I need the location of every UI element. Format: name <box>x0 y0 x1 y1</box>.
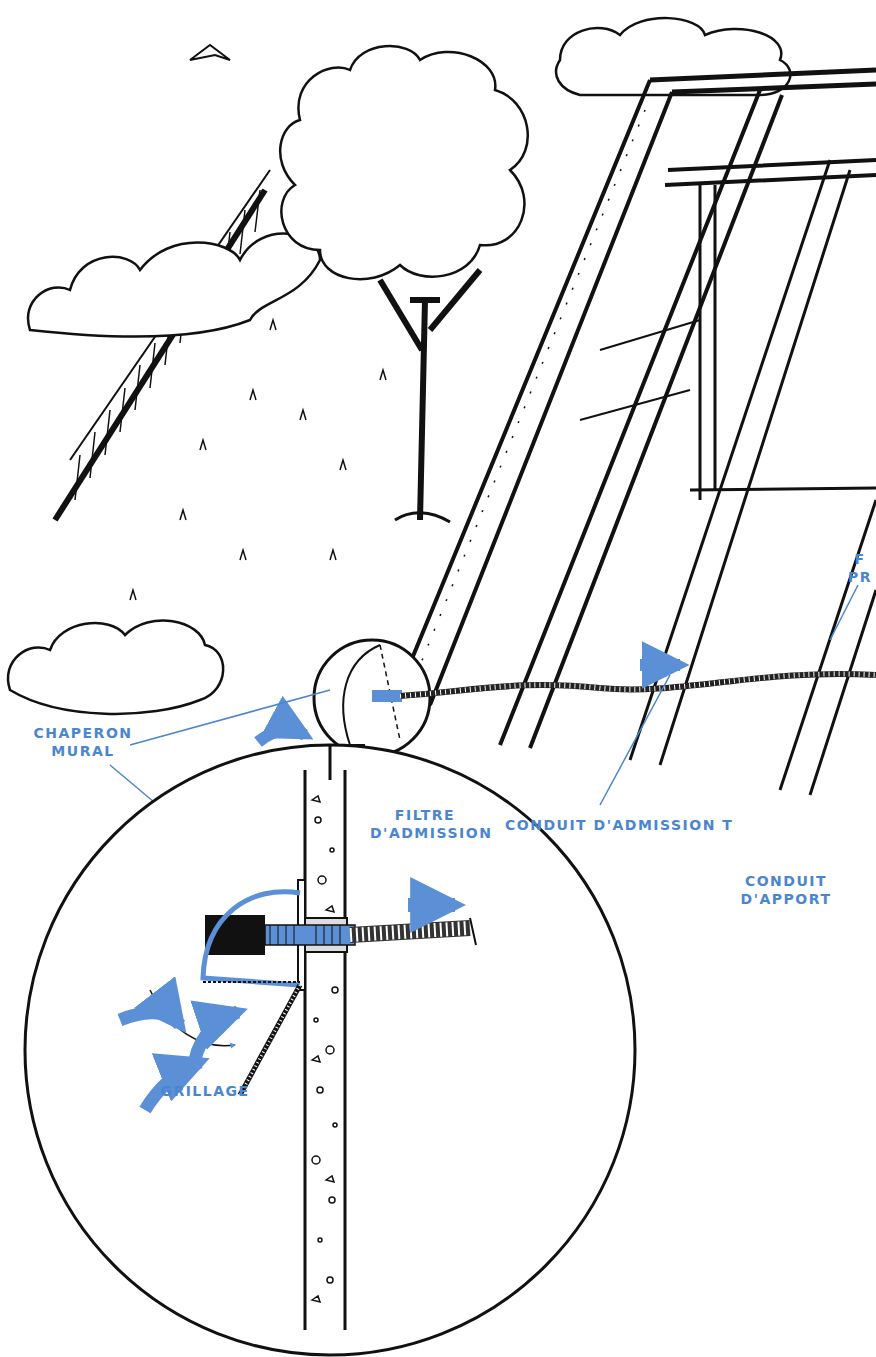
fence <box>55 170 270 520</box>
airflow-arrow <box>640 659 680 671</box>
detail-marker <box>314 640 430 756</box>
intake-hose-ribs <box>400 674 876 696</box>
greenhouse-frame <box>395 70 876 795</box>
vegetation <box>8 18 790 714</box>
part-label: CHAPERON MURAL <box>28 724 138 760</box>
part-label: GRILLAGE <box>150 1082 260 1100</box>
part-label: CONDUIT D'APPORT <box>726 872 846 908</box>
part-label: FILTRE D'ADMISSION <box>370 806 480 842</box>
airflow-arrow <box>258 730 305 742</box>
grass <box>130 320 386 600</box>
detail-view <box>25 745 635 1355</box>
part-label: CONDUIT D'ADMISSION T <box>505 816 876 834</box>
part-label: F PR <box>845 550 875 586</box>
intake-hose <box>400 674 876 696</box>
